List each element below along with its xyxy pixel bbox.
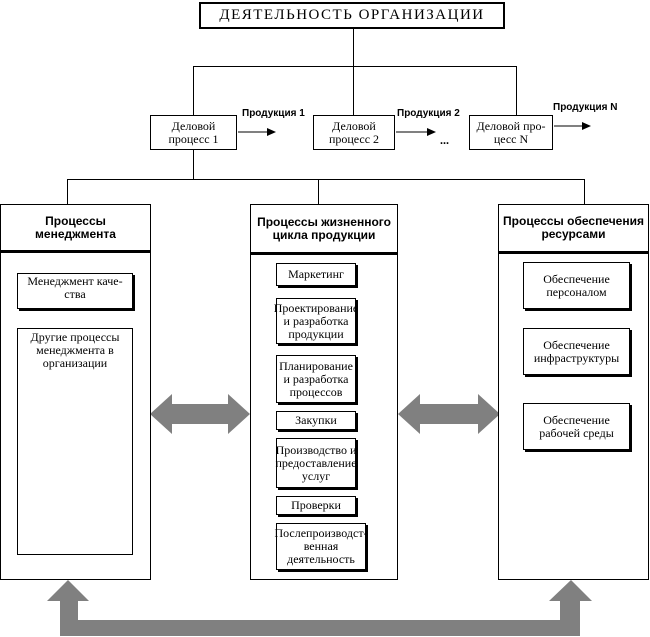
title-connector — [353, 28, 354, 67]
product-2-label: Продукция 2 — [397, 108, 460, 119]
lifecycle-item-post-production: Послепроизводст-венная деятельность — [274, 523, 368, 570]
management-item-other: Другие процессы менеджмента в организаци… — [17, 328, 133, 555]
business-process-1: Деловой процесс 1 — [150, 115, 237, 150]
diagram-title: ДЕЯТЕЛЬНОСТЬ ОРГАНИЗАЦИИ — [199, 2, 505, 29]
process-bus — [193, 66, 517, 67]
process-2-drop — [353, 66, 354, 115]
management-item-quality: Менеджмент каче-ства — [17, 273, 133, 309]
product-n-arrow — [554, 122, 591, 130]
lifecycle-item-purchasing: Закупки — [276, 411, 356, 430]
double-arrow-left — [150, 394, 250, 434]
resources-item-work-environment: Обеспечение рабочей среды — [523, 403, 630, 450]
resources-item-personnel: Обеспечение персоналом — [523, 262, 630, 309]
lifecycle-item-verification: Проверки — [276, 496, 356, 515]
product-2-arrow — [396, 128, 436, 136]
business-process-2: Деловой процесс 2 — [313, 115, 395, 150]
lifecycle-item-design: Проектирование и разработка продукции — [274, 298, 358, 344]
resources-header: Процессы обеспечения ресурсами — [499, 205, 648, 252]
lifecycle-column: Процессы жизненного цикла продукции Марк… — [250, 204, 398, 580]
product-n-label: Продукция N — [553, 102, 618, 113]
process-1-down — [193, 149, 194, 180]
column-3-drop — [584, 179, 585, 204]
product-1-label: Продукция 1 — [242, 108, 305, 119]
double-arrow-right — [398, 394, 500, 434]
resources-column: Процессы обеспечения ресурсами Обеспечен… — [498, 204, 649, 580]
process-n-drop — [516, 66, 517, 115]
column-bus — [67, 179, 585, 180]
resources-item-infrastructure: Обеспечение инфраструктуры — [523, 328, 630, 375]
more-processes-ellipsis: ... — [440, 133, 449, 147]
product-1-arrow — [238, 128, 276, 136]
management-column: Процессы менеджмента Менеджмент каче-ств… — [0, 204, 151, 580]
lifecycle-header: Процессы жизненного цикла продукции — [251, 205, 397, 253]
business-process-n: Деловой про-цесс N — [469, 115, 553, 150]
management-header: Процессы менеджмента — [1, 205, 150, 251]
bottom-u-arrow — [47, 580, 592, 636]
lifecycle-item-planning: Планирование и разработка процессов — [276, 355, 356, 403]
column-2-drop — [318, 179, 319, 204]
column-1-drop — [67, 179, 68, 204]
lifecycle-item-marketing: Маркетинг — [276, 263, 356, 286]
lifecycle-item-production: Производство и предоставление услуг — [275, 438, 357, 488]
process-1-drop — [193, 66, 194, 115]
